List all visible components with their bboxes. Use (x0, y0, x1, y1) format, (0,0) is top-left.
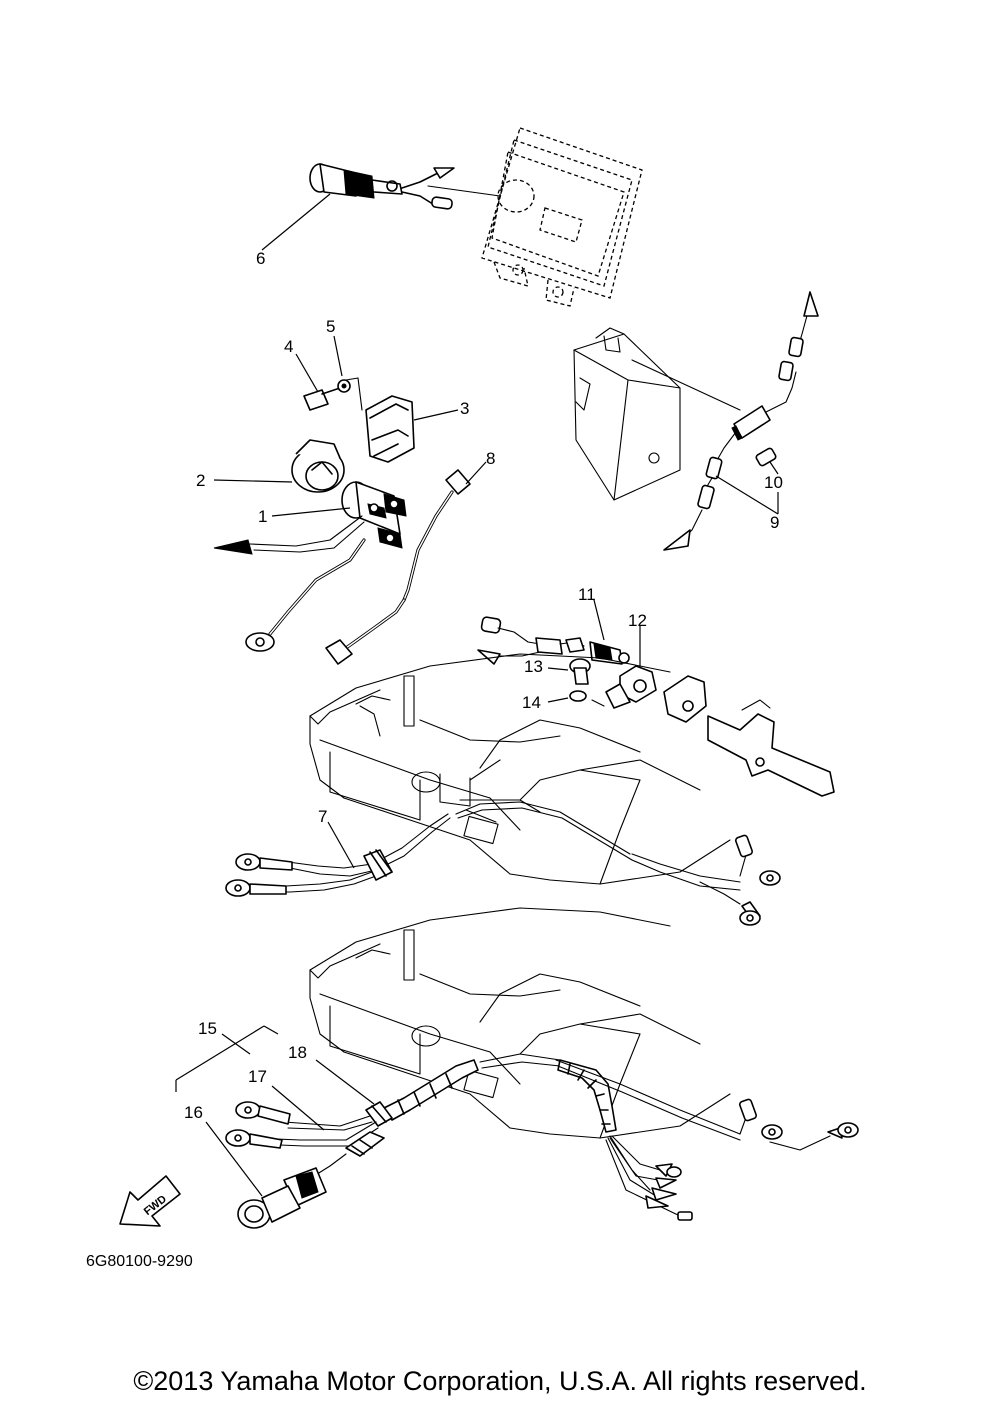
fwd-direction-arrow: FWD (119, 1175, 181, 1227)
neutral-switch-assembly: 11 12 13 14 (477, 585, 835, 797)
callout-3: 3 (460, 399, 469, 418)
callout-16: 16 (184, 1103, 203, 1122)
callout-17: 17 (248, 1067, 267, 1086)
callout-5: 5 (326, 317, 335, 336)
callout-11: 11 (578, 585, 596, 604)
callout-6: 6 (256, 249, 265, 268)
diagram-code: 6G80100-9290 (86, 1253, 193, 1270)
copyright-notice: ©2013 Yamaha Motor Corporation, U.S.A. A… (133, 1366, 867, 1396)
callout-4: 4 (284, 337, 293, 356)
relay-assembly: 4 5 3 2 1 (196, 317, 469, 652)
callout-8: 8 (486, 449, 495, 468)
callout-12: 12 (628, 611, 647, 630)
callout-2: 2 (196, 471, 205, 490)
cdi-unit-assembly: 10 9 (573, 291, 819, 551)
callout-1: 1 (258, 507, 267, 526)
callout-7: 7 (318, 807, 327, 826)
callout-13: 13 (524, 657, 543, 676)
part-8-lead: 8 (325, 449, 495, 665)
bottom-cowling-upper: 7 (225, 653, 781, 926)
callout-18: 18 (288, 1043, 307, 1062)
bottom-cowling-lower: 15 18 17 16 (175, 907, 859, 1229)
callout-9: 9 (770, 513, 779, 532)
callout-15: 15 (198, 1019, 217, 1038)
callout-14: 14 (522, 693, 541, 712)
part-6-assembly: 6 (256, 127, 643, 307)
callout-10: 10 (764, 473, 783, 492)
